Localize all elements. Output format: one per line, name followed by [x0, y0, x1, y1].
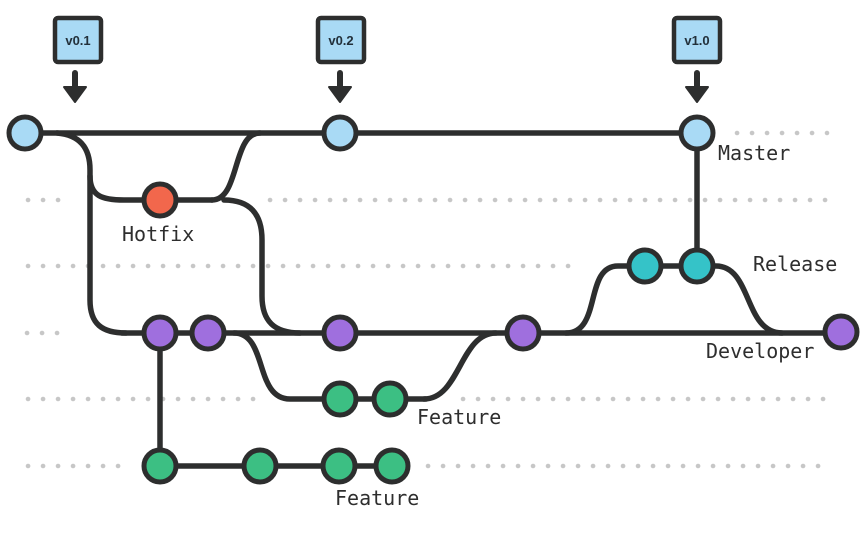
version-tag-v0.1: v0.1 — [52, 15, 104, 103]
tag-label: v1.0 — [684, 33, 709, 48]
branch-label-developer: Developer — [706, 339, 814, 363]
feature1-merge-develop-path — [421, 330, 499, 402]
feature1-branch-path — [231, 330, 429, 402]
branch-lines — [22, 130, 841, 469]
tag-box — [52, 15, 104, 65]
master-commit-node-1 — [6, 114, 44, 152]
developer-commit-node-1 — [141, 314, 179, 352]
feature1-commit-node-1 — [321, 380, 359, 418]
feature2-commit-node-1 — [141, 447, 179, 485]
branch-label-feature2: Feature — [335, 486, 419, 510]
master-commit-node-2 — [321, 114, 359, 152]
developer-commit-node-5 — [822, 313, 860, 351]
master-to-develop-branch-path — [54, 130, 129, 336]
branch-label-feature1: Feature — [417, 405, 501, 429]
version-tag-v1.0: v1.0 — [671, 15, 723, 103]
tag-label: v0.1 — [65, 33, 90, 48]
release-commit-node-2 — [678, 247, 716, 285]
release-commit-node-1 — [626, 247, 664, 285]
hotfix-merge-master-path — [209, 130, 263, 203]
branch-label-master: Master — [718, 141, 790, 165]
hotfix-branch-path — [87, 173, 215, 203]
feature2-commit-node-2 — [241, 447, 279, 485]
down-arrow-head-icon — [685, 86, 709, 103]
hotfix-merge-develop-path — [221, 197, 303, 336]
down-arrow-head-icon — [63, 86, 87, 103]
feature2-commit-node-4 — [373, 447, 411, 485]
developer-commit-node-3 — [321, 314, 359, 352]
feature1-commit-node-2 — [371, 380, 409, 418]
developer-commit-node-2 — [189, 314, 227, 352]
lane-guides — [24, 130, 830, 469]
developer-commit-node-4 — [504, 314, 542, 352]
commit-nodes — [6, 114, 860, 485]
down-arrow-head-icon — [328, 86, 352, 103]
tag-label: v0.2 — [328, 33, 353, 48]
branch-label-hotfix: Hotfix — [122, 222, 194, 246]
tag-box — [315, 15, 367, 65]
branch-label-release: Release — [753, 252, 837, 276]
feature2-commit-node-3 — [320, 447, 358, 485]
master-commit-node-3 — [678, 114, 716, 152]
tag-box — [671, 15, 723, 65]
release-branch-path — [563, 263, 785, 336]
hotfix-commit-node — [141, 181, 179, 219]
branch-labels: Master Hotfix Release Developer Feature … — [122, 141, 837, 510]
version-tag-v0.2: v0.2 — [315, 15, 367, 103]
